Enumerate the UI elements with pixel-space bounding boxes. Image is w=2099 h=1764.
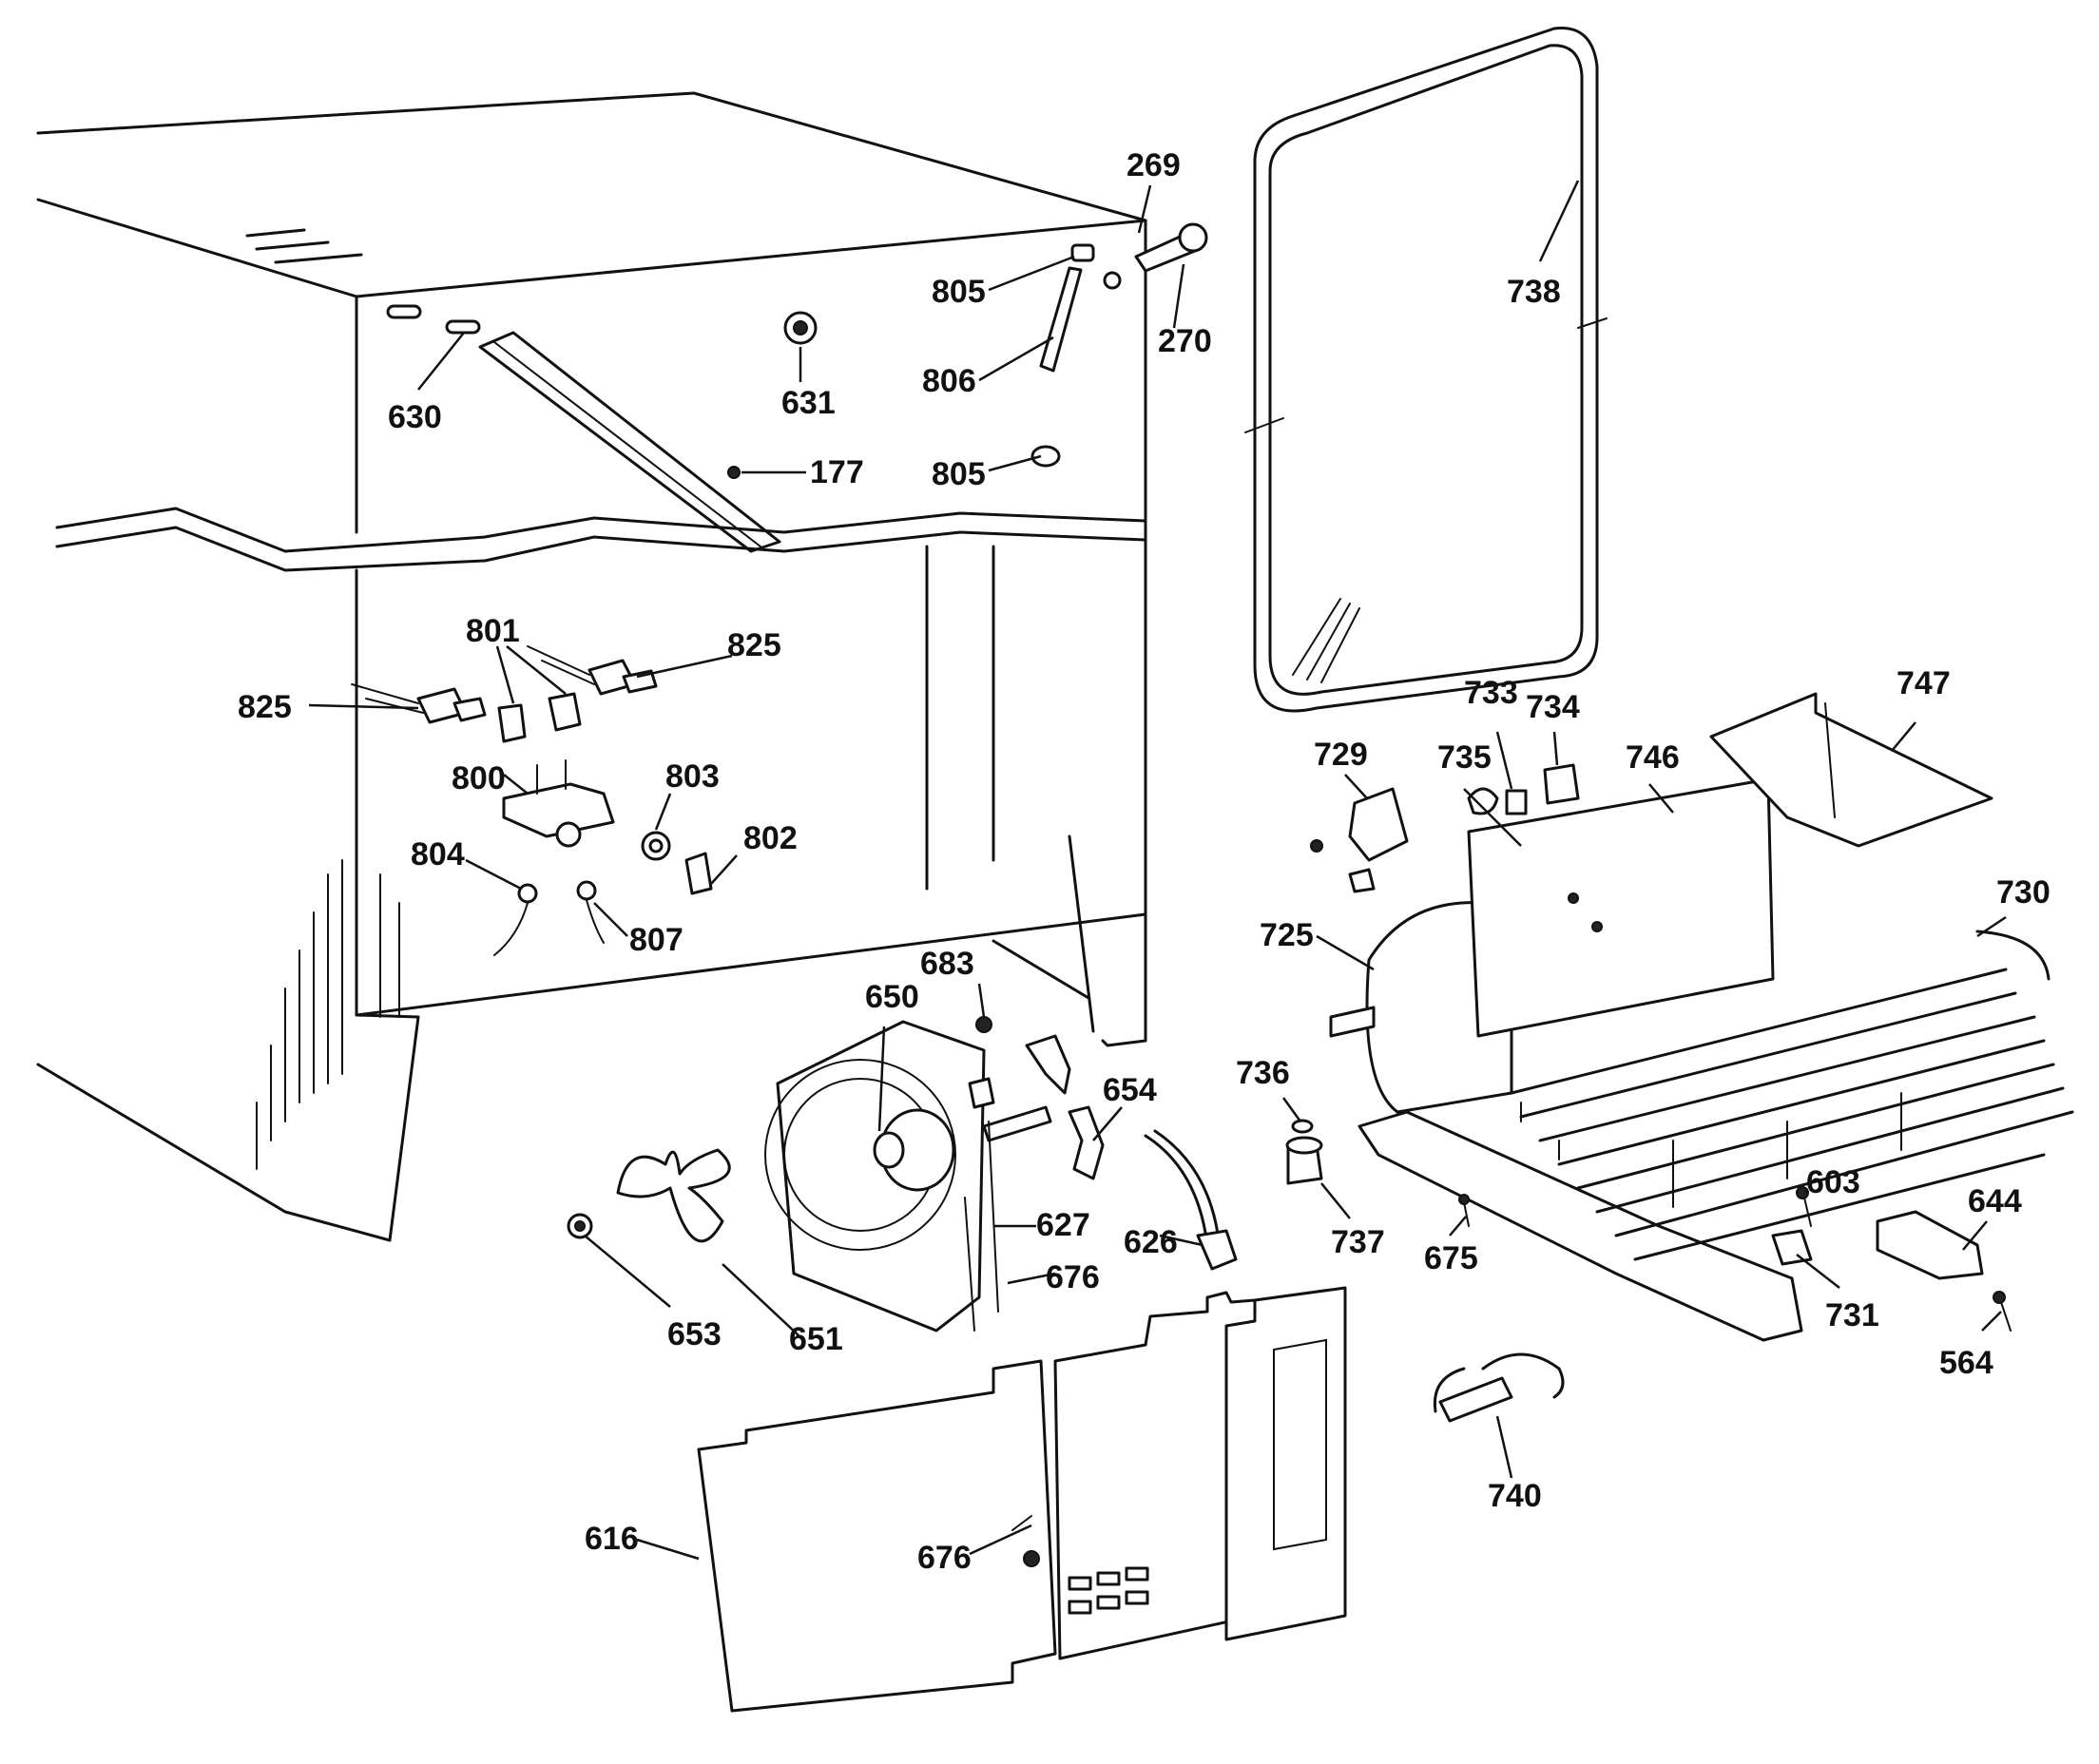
- part-label-803: 803: [665, 758, 720, 795]
- door-gasket: [1244, 27, 1608, 713]
- part-label-730: 730: [1996, 874, 2051, 911]
- part-label-651: 651: [789, 1321, 843, 1357]
- electrical-connectors: [351, 645, 713, 956]
- part-label-806: 806: [922, 363, 976, 399]
- part-label-676-lower: 676: [917, 1540, 972, 1576]
- part-label-653: 653: [667, 1316, 722, 1352]
- part-label-747: 747: [1897, 665, 1951, 701]
- part-label-630: 630: [388, 399, 442, 435]
- part-label-735: 735: [1437, 739, 1492, 776]
- rear-access-panel: [697, 1286, 1347, 1713]
- fan-blade: [567, 1148, 731, 1243]
- part-label-676-upper: 676: [1046, 1259, 1100, 1295]
- part-label-683: 683: [920, 946, 974, 982]
- mounting-hardware: [1771, 1186, 2012, 1332]
- part-label-731: 731: [1825, 1297, 1879, 1333]
- part-label-269: 269: [1127, 147, 1181, 183]
- cabinet-body: [36, 91, 1147, 1242]
- part-label-802: 802: [743, 820, 798, 856]
- part-label-738: 738: [1507, 274, 1561, 310]
- part-label-627: 627: [1036, 1207, 1090, 1243]
- part-label-805-top: 805: [932, 274, 986, 310]
- handle-rod-assembly: [1030, 222, 1208, 468]
- part-label-729: 729: [1314, 737, 1368, 773]
- part-label-616: 616: [585, 1521, 639, 1557]
- power-cord: [1144, 1129, 1238, 1271]
- mounting-shelf: [1709, 692, 1993, 848]
- part-label-740: 740: [1488, 1478, 1542, 1514]
- part-label-825-left: 825: [238, 689, 292, 725]
- part-label-807: 807: [629, 922, 684, 958]
- part-label-650: 650: [865, 979, 919, 1015]
- part-label-644: 644: [1968, 1183, 2022, 1219]
- part-label-733: 733: [1464, 675, 1518, 711]
- leader-lines: [308, 180, 2007, 1561]
- part-label-675: 675: [1424, 1240, 1478, 1276]
- part-label-177: 177: [810, 454, 864, 490]
- overload-terminal: [1433, 1352, 1565, 1423]
- part-label-270: 270: [1158, 323, 1212, 359]
- part-label-800: 800: [452, 760, 506, 796]
- fan-bracket-motor: [764, 1016, 1105, 1333]
- part-label-736: 736: [1236, 1055, 1290, 1091]
- part-label-654: 654: [1103, 1072, 1157, 1108]
- part-label-603: 603: [1806, 1164, 1860, 1200]
- part-number-labels: 269 805 270 806 805 630 631 177 738 801 …: [238, 147, 2051, 1576]
- part-label-737: 737: [1331, 1224, 1385, 1260]
- part-label-804: 804: [411, 836, 465, 872]
- part-label-805-bottom: 805: [932, 456, 986, 492]
- condenser-coil: [1510, 930, 2074, 1261]
- part-label-725: 725: [1260, 917, 1314, 953]
- part-label-825-right: 825: [727, 627, 781, 663]
- part-label-746: 746: [1626, 739, 1680, 776]
- part-label-801: 801: [466, 613, 520, 649]
- part-label-631: 631: [781, 385, 836, 421]
- part-label-626: 626: [1124, 1224, 1178, 1260]
- part-label-564: 564: [1939, 1345, 1993, 1381]
- part-label-734: 734: [1526, 689, 1580, 725]
- compressor-assembly: [1285, 763, 1803, 1342]
